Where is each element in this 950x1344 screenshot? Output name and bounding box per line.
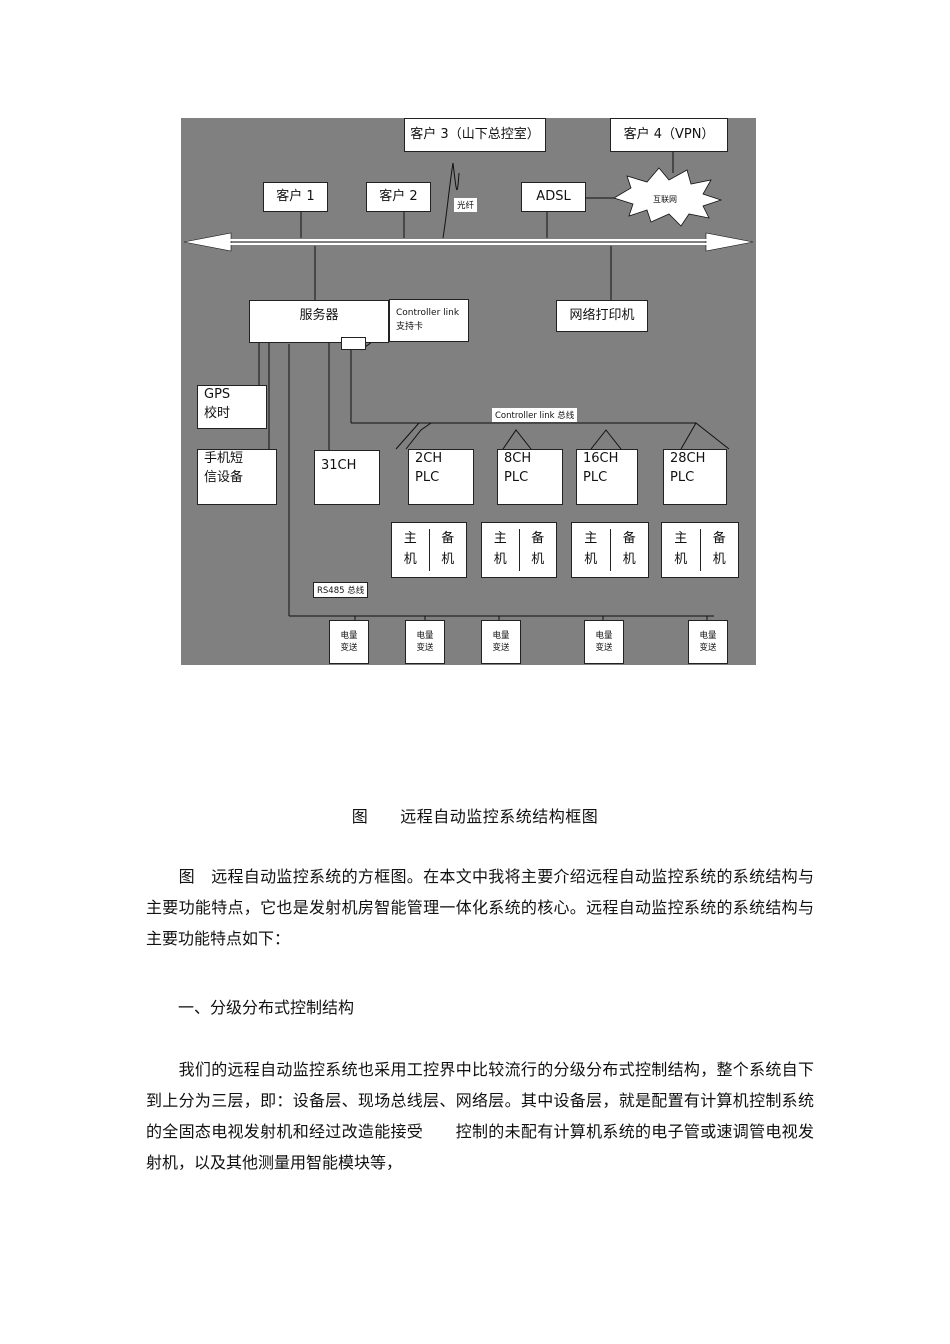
- meter-line1: 电量: [595, 630, 613, 641]
- controller-link-bus-label: Controller link 总线: [492, 408, 578, 422]
- system-diagram: 客户 3（山下总控室） 客户 4（VPN） 客户 1 客户 2 光纤 ADSL …: [181, 118, 756, 665]
- backup-host-char2: 机: [531, 552, 545, 567]
- gps-line2: 校时: [204, 405, 231, 421]
- meter-line2: 变送: [699, 643, 717, 653]
- paragraph-structure: 我们的远程自动监控系统也采用工控界中比较流行的分级分布式控制结构，整个系统自下到…: [146, 1060, 814, 1172]
- meter-transmitter-4: 电量变送: [584, 620, 624, 664]
- host-pair-3: 主机 备机: [571, 522, 649, 578]
- backup-host-char2: 机: [712, 552, 726, 567]
- main-host-char2: 机: [403, 552, 417, 567]
- paragraph-intro: 图 远程自动监控系统的方框图。在本文中我将主要介绍远程自动监控系统的系统结构与主…: [146, 867, 814, 948]
- main-host: 主机: [662, 529, 700, 571]
- client4-label: 客户 4（VPN）: [623, 126, 715, 142]
- printer-box: 网络打印机: [556, 300, 648, 332]
- main-host-char2: 机: [493, 552, 507, 567]
- meter-line2: 变送: [416, 643, 434, 653]
- main-host-char2: 机: [674, 552, 688, 567]
- plc-16ch: 16CH PLC: [576, 449, 638, 505]
- meter-line1: 电量: [416, 630, 434, 641]
- meter-transmitter-2: 电量变送: [405, 620, 445, 664]
- host-pair-2: 主机 备机: [481, 522, 557, 578]
- backup-host-char2: 机: [622, 552, 636, 567]
- sms-line1: 手机短: [204, 451, 244, 466]
- card-line2: 支持卡: [396, 321, 424, 332]
- backup-host-char1: 备: [622, 531, 636, 547]
- meter-line2: 变送: [340, 643, 358, 653]
- rs485-bus-label: RS485 总线: [313, 582, 369, 598]
- plc-ch-label: 2CH: [415, 451, 443, 466]
- card-slot: [341, 337, 366, 350]
- internet-cloud: [613, 167, 723, 227]
- bus-arrow-right: [705, 232, 754, 252]
- meter-transmitter-1: 电量变送: [329, 620, 369, 664]
- client2-label: 客户 2: [379, 188, 418, 204]
- plc-ch-label: 8CH: [504, 451, 532, 466]
- ch31-box: 31CH: [314, 450, 380, 505]
- adsl-box: ADSL: [521, 182, 586, 212]
- meter-line1: 电量: [492, 630, 510, 641]
- host-pair-1: 主机 备机: [391, 522, 467, 578]
- main-host: 主机: [392, 529, 429, 571]
- plc-28ch: 28CH PLC: [663, 449, 727, 505]
- diagram-lines: [183, 152, 754, 620]
- meter-transmitter-5: 电量变送: [688, 620, 728, 664]
- plc-2ch: 2CH PLC: [408, 449, 474, 505]
- sms-device-box: 手机短 信设备: [197, 449, 277, 505]
- bus-arrow-left: [183, 232, 232, 252]
- fiber-label: 光纤: [454, 198, 478, 212]
- main-host-char1: 主: [674, 531, 688, 547]
- sms-line2: 信设备: [204, 469, 244, 485]
- plc-label: PLC: [583, 469, 608, 485]
- plc-ch-label: 16CH: [583, 451, 619, 466]
- plc-ch-label: 28CH: [670, 451, 706, 466]
- meter-line2: 变送: [595, 643, 613, 653]
- backup-host-char2: 机: [441, 552, 455, 567]
- client1-label: 客户 1: [276, 188, 315, 204]
- adsl-label: ADSL: [536, 188, 571, 204]
- gps-box: GPS 校时: [197, 385, 267, 429]
- main-host-char2: 机: [584, 552, 598, 567]
- meter-line1: 电量: [699, 630, 717, 641]
- figure-label: 图: [351, 807, 369, 826]
- backup-host: 备机: [609, 529, 649, 571]
- plc-label: PLC: [504, 469, 529, 485]
- client4-box: 客户 4（VPN）: [610, 118, 728, 152]
- main-host-char1: 主: [403, 531, 417, 547]
- client2-box: 客户 2: [366, 182, 431, 212]
- client3-box: 客户 3（山下总控室）: [404, 118, 546, 152]
- client3-label: 客户 3（山下总控室）: [410, 126, 540, 142]
- gps-line1: GPS: [204, 387, 231, 402]
- client1-box: 客户 1: [263, 182, 328, 212]
- main-host: 主机: [482, 529, 519, 571]
- backup-host-char1: 备: [712, 531, 726, 547]
- main-host: 主机: [572, 529, 610, 571]
- backup-host: 备机: [518, 529, 557, 571]
- server-box: 服务器: [249, 300, 389, 343]
- meter-line2: 变送: [492, 643, 510, 653]
- meter-line1: 电量: [340, 630, 358, 641]
- plc-label: PLC: [415, 469, 440, 485]
- server-label: 服务器: [299, 308, 339, 323]
- figure-title: 远程自动监控系统结构框图: [400, 807, 599, 826]
- printer-label: 网络打印机: [569, 307, 635, 323]
- backup-host-char1: 备: [531, 531, 545, 547]
- plc-label: PLC: [670, 469, 695, 485]
- backup-host-char1: 备: [441, 531, 455, 547]
- internet-label: 互联网: [653, 195, 677, 204]
- controller-link-card: Controller link 支持卡: [389, 299, 469, 342]
- figure-caption: 图 远程自动监控系统结构框图: [0, 803, 950, 827]
- plc-8ch: 8CH PLC: [497, 449, 563, 505]
- meter-transmitter-3: 电量变送: [481, 620, 521, 664]
- backup-host: 备机: [699, 529, 739, 571]
- main-host-char1: 主: [584, 531, 598, 547]
- card-line1: Controller link: [396, 308, 460, 318]
- backup-host: 备机: [428, 529, 467, 571]
- main-host-char1: 主: [493, 531, 507, 547]
- host-pair-4: 主机 备机: [661, 522, 739, 578]
- ch31-label: 31CH: [321, 458, 357, 473]
- section-heading: 一、分级分布式控制结构: [146, 998, 355, 1017]
